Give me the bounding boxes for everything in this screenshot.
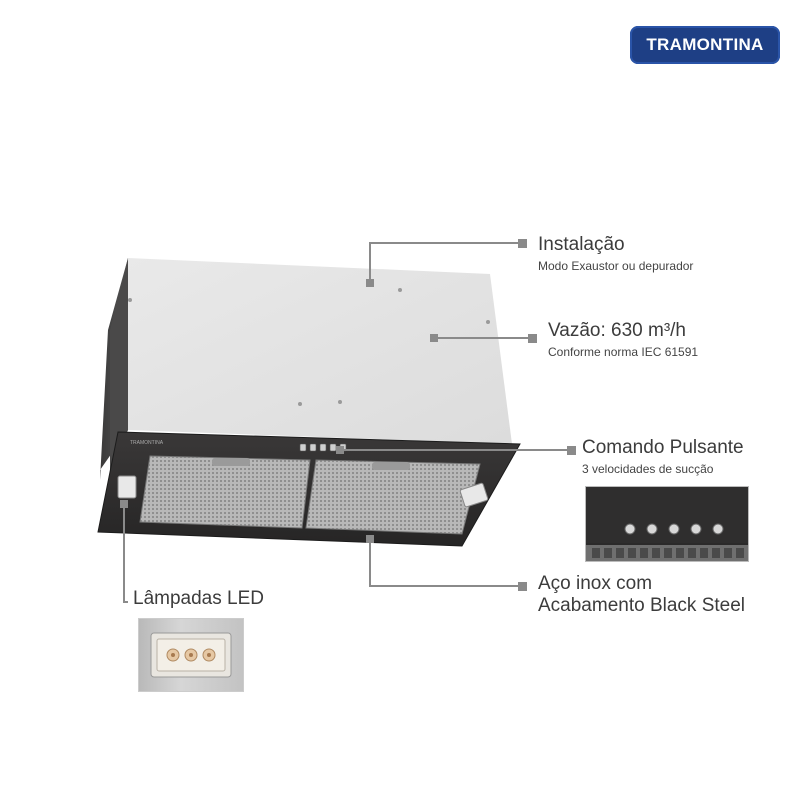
grease-filter-right [305,459,481,535]
vazao-title: Vazão: 630 m³/h [548,320,687,341]
comando-subtitle: 3 velocidades de sucção [582,462,714,476]
leader-endpoints [120,239,576,591]
vazao-subtitle: Conforme norma IEC 61591 [548,345,699,359]
callout-lampadas: Lâmpadas LED [133,588,264,610]
instalacao-title: Instalação [538,234,625,255]
panel-brand-label: TRAMONTINA [130,440,164,446]
lampadas-title: Lâmpadas LED [133,588,264,609]
logo-text: TRAMONTINA [646,35,764,54]
tramontina-logo: TRAMONTINA [630,26,780,64]
filter-handle-left [212,458,250,466]
aco-title-line1: Aço inox com [538,573,653,594]
led-lamp-left [117,475,137,499]
filter-handle-right [372,462,410,470]
callout-aco-inox: Aço inox com Acabamento Black Steel [538,573,745,617]
callout-vazao: Vazão: 630 m³/h Conforme norma IEC 61591 [548,320,698,360]
hood-screws [128,288,490,406]
control-panel-closeup [585,486,749,562]
leader-lines [123,242,570,603]
callout-comando: Comando Pulsante 3 velocidades de sucção [582,437,744,477]
led-lamp-closeup [138,618,244,692]
control-knobs [624,523,724,535]
aco-title-line2: Acabamento Black Steel [538,595,746,616]
comando-title: Comando Pulsante [582,437,744,458]
instalacao-subtitle: Modo Exaustor ou depurador [538,259,694,273]
grease-filter-left [139,455,311,529]
callout-instalacao: Instalação Modo Exaustor ou depurador [538,234,693,274]
led-lamp-right [459,482,489,508]
hood-top [128,258,512,444]
